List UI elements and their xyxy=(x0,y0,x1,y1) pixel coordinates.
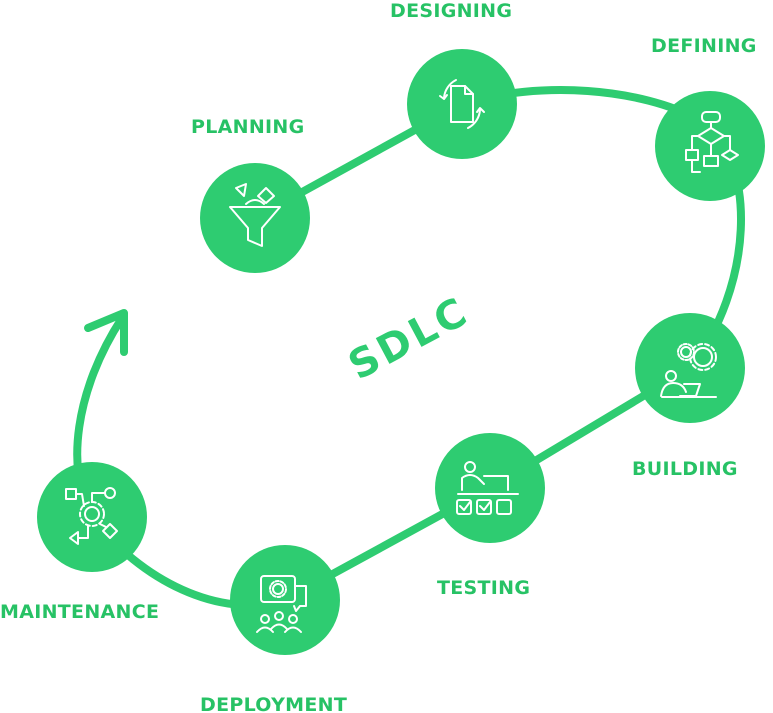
funnel-icon xyxy=(229,183,281,247)
phase-label-deployment: DEPLOYMENT xyxy=(200,694,347,713)
phase-maintenance xyxy=(37,462,147,572)
phase-planning xyxy=(200,163,310,273)
phase-building xyxy=(635,313,745,423)
phase-testing-circle xyxy=(435,433,545,543)
phase-label-defining: DEFINING xyxy=(651,35,757,57)
phase-maintenance-circle xyxy=(37,462,147,572)
phase-label-building: BUILDING xyxy=(632,458,738,480)
phase-defining xyxy=(655,91,765,201)
phase-designing xyxy=(407,49,517,159)
gear-network-icon xyxy=(65,487,118,545)
phase-planning-circle xyxy=(200,163,310,273)
phase-deployment-circle xyxy=(230,545,340,655)
gears-laptop-icon xyxy=(660,343,717,398)
flowchart-icon xyxy=(685,111,739,173)
document-cycle-icon xyxy=(439,79,485,129)
phase-testing xyxy=(435,433,545,543)
phase-label-testing: TESTING xyxy=(437,577,530,599)
checklist-presenter-icon xyxy=(456,461,519,515)
phase-label-designing: DESIGNING xyxy=(390,0,512,22)
phase-building-circle xyxy=(635,313,745,423)
phase-label-maintenance: MAINTENANCE xyxy=(0,601,159,623)
cycle-arrowhead xyxy=(84,309,128,356)
center-label: SDLC xyxy=(341,288,476,389)
phase-deployment xyxy=(230,545,340,655)
team-chat-gear-icon xyxy=(256,575,307,633)
phase-designing-circle xyxy=(407,49,517,159)
phase-label-planning: PLANNING xyxy=(191,116,305,138)
